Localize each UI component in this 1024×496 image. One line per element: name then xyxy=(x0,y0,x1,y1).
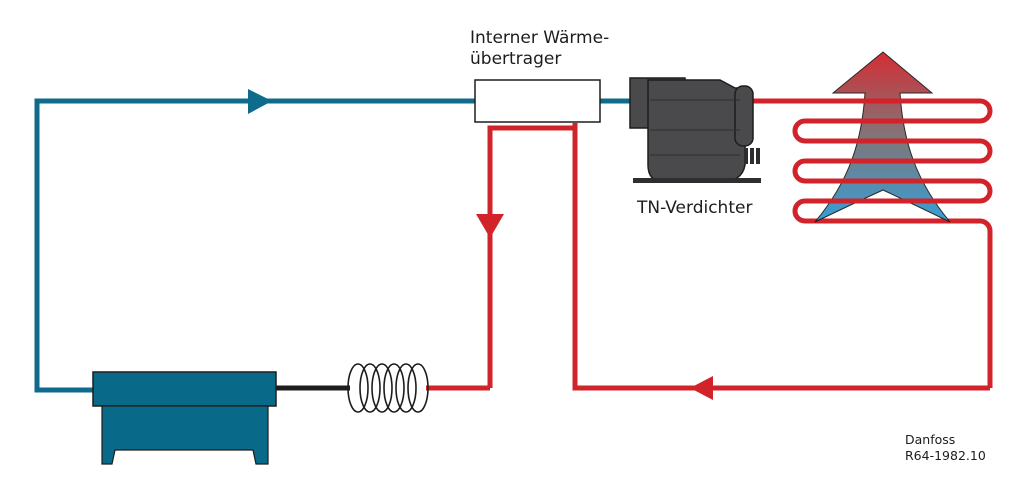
credit-reference: R64-1982.10 xyxy=(905,448,986,463)
flow-arrow-down-icon xyxy=(476,214,504,238)
flow-arrow-left-icon xyxy=(690,376,713,400)
compressor-icon xyxy=(629,77,761,183)
credit-label: Danfoss R64-1982.10 xyxy=(905,432,986,464)
capillary-feed-line xyxy=(487,125,575,388)
heat-exchanger-label: Interner Wärme- übertrager xyxy=(470,28,609,70)
suction-line xyxy=(34,98,475,393)
liquid-line xyxy=(572,123,990,391)
compressor-label: TN-Verdichter xyxy=(637,198,753,218)
condenser-coil xyxy=(790,98,993,388)
capillary-coil-icon xyxy=(347,363,429,413)
flow-arrow-right-icon xyxy=(248,89,272,114)
credit-company: Danfoss xyxy=(905,432,956,447)
heat-flow-arrow-icon xyxy=(814,51,951,223)
internal-heat-exchanger xyxy=(474,79,601,123)
evaporator-icon xyxy=(92,371,277,465)
heat-exchanger-label-line1: Interner Wärme- xyxy=(470,28,610,48)
heat-exchanger-label-line2: übertrager xyxy=(470,49,562,69)
condenser-coil-overlay xyxy=(818,98,948,204)
